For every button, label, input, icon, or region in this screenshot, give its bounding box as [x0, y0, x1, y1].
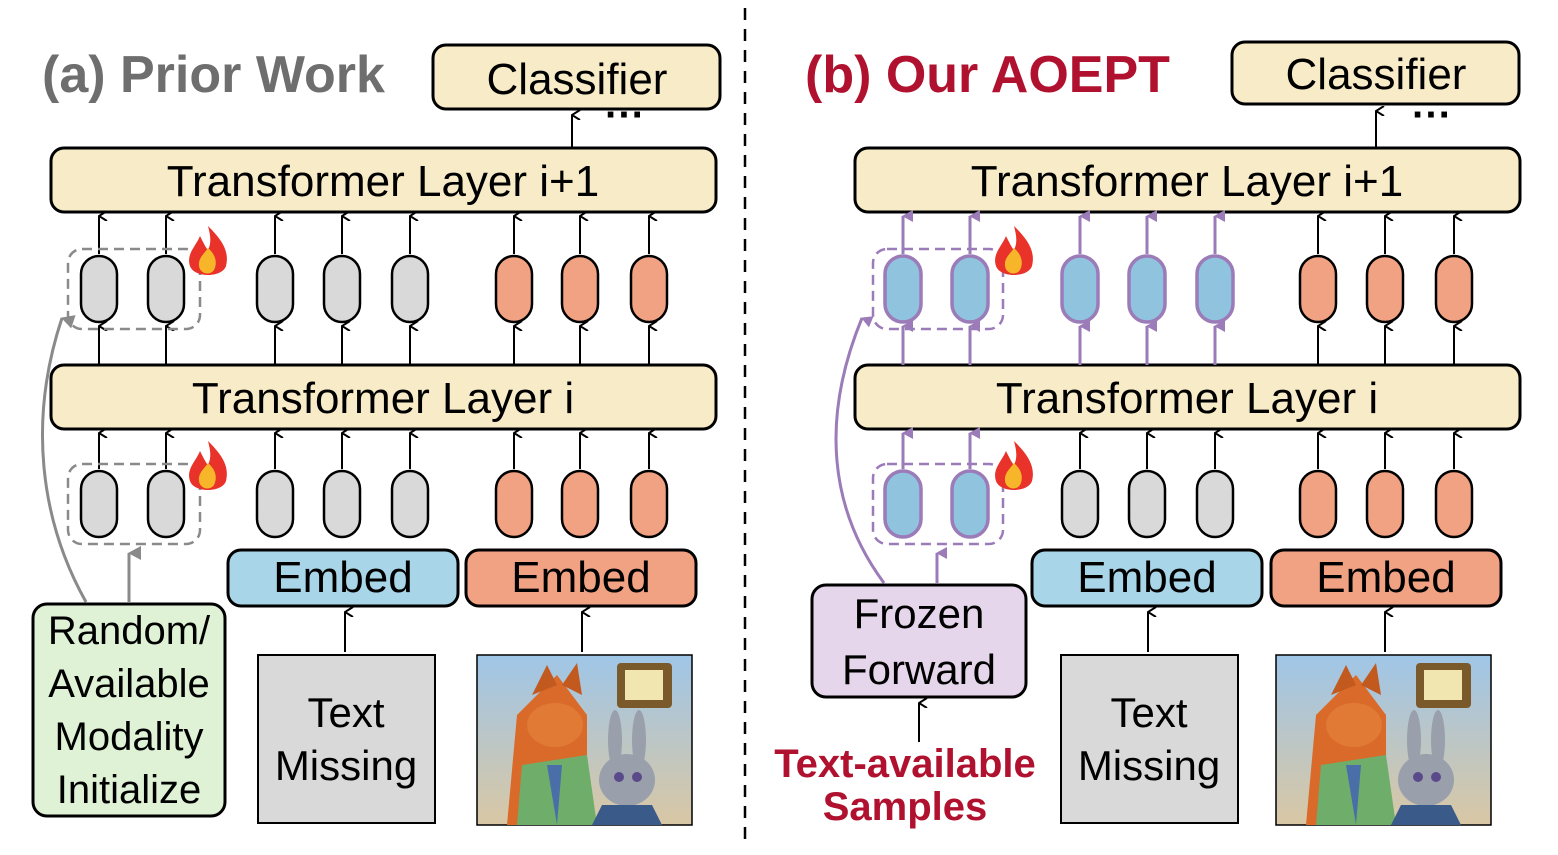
embed-text-a: Embed	[226, 548, 460, 608]
dots-a: ···	[605, 93, 645, 137]
token-image	[1434, 469, 1474, 539]
token-text	[322, 254, 362, 324]
token-image	[1298, 469, 1338, 539]
embed-image-b: Embed	[1269, 548, 1503, 608]
init-line3-a: Modality	[55, 715, 204, 759]
token-image	[1434, 254, 1474, 324]
prompt-group-lower-b	[871, 462, 1005, 546]
prompt-group-upper-b	[871, 247, 1005, 331]
dots-b: ···	[1412, 93, 1452, 137]
token-text	[1060, 469, 1100, 539]
frozen-forward-box-b: Frozen Forward	[810, 583, 1028, 699]
arrow-frozen-to-upper-prompt-b	[834, 316, 886, 584]
fire-icon	[189, 441, 227, 490]
transformer-layer-bottom-a: Transformer Layer i	[49, 363, 718, 431]
panel-a: (a) Prior Work Classifier ··· Transforme…	[31, 43, 722, 826]
token-image	[1365, 254, 1405, 324]
token-text	[255, 254, 295, 324]
frozen-line2-b: Forward	[842, 646, 996, 693]
classifier-label-b: Classifier	[1286, 50, 1467, 99]
token-text	[1127, 469, 1167, 539]
token-image	[629, 254, 669, 324]
token-text	[146, 254, 186, 324]
init-line2-a: Available	[48, 662, 210, 706]
token-prompt	[1127, 254, 1167, 324]
token-text	[79, 469, 119, 539]
samples-line2-b: Samples	[823, 785, 988, 829]
layer-bottom-label-a: Transformer Layer i	[192, 374, 574, 423]
text-missing-line1-b: Text	[1110, 689, 1187, 736]
token-image	[494, 469, 534, 539]
token-prompt	[950, 254, 990, 324]
token-image	[629, 469, 669, 539]
panel-b-title: (b) Our AOEPT	[805, 46, 1170, 104]
embed-image-a: Embed	[464, 548, 698, 608]
text-missing-box-a: Text Missing	[257, 654, 436, 824]
layer-top-label-b: Transformer Layer i+1	[971, 157, 1403, 206]
token-text	[146, 469, 186, 539]
fire-icon	[189, 226, 227, 275]
token-image	[1298, 254, 1338, 324]
token-image	[494, 254, 534, 324]
token-prompt	[950, 469, 990, 539]
token-prompt	[1060, 254, 1100, 324]
transformer-layer-top-a: Transformer Layer i+1	[49, 146, 718, 214]
token-text	[322, 469, 362, 539]
text-missing-line2-a: Missing	[275, 742, 417, 789]
tokens-a	[79, 216, 669, 539]
embed-image-label-b: Embed	[1316, 553, 1455, 602]
samples-line1-b: Text-available	[774, 742, 1036, 786]
init-line1-a: Random/	[48, 609, 211, 653]
panel-b: (b) Our AOEPT Classifier ··· Transformer…	[774, 40, 1522, 829]
token-image	[560, 469, 600, 539]
token-prompt	[883, 254, 923, 324]
layer-top-label-a: Transformer Layer i+1	[167, 157, 599, 206]
embed-text-b: Embed	[1030, 548, 1264, 608]
prompt-group-upper-a	[66, 247, 202, 331]
prompt-group-lower-a	[66, 462, 202, 546]
token-text	[79, 254, 119, 324]
token-image	[1365, 469, 1405, 539]
tokens-b	[883, 210, 1474, 539]
embed-text-label-b: Embed	[1077, 553, 1216, 602]
text-missing-box-b: Text Missing	[1060, 654, 1239, 824]
classifier-box-a: Classifier	[431, 43, 722, 111]
fire-icon	[995, 441, 1033, 490]
init-box-a: Random/ Available Modality Initialize	[31, 602, 227, 818]
token-text	[255, 469, 295, 539]
movie-still-image	[476, 654, 693, 826]
token-image	[560, 254, 600, 324]
token-prompt	[883, 469, 923, 539]
arrow-init-to-upper-prompt-a	[40, 315, 88, 603]
movie-still-image	[1275, 654, 1492, 826]
token-text	[390, 254, 430, 324]
token-text	[390, 469, 430, 539]
fire-icon	[995, 226, 1033, 275]
text-missing-line2-b: Missing	[1078, 742, 1220, 789]
frozen-line1-b: Frozen	[854, 590, 985, 637]
layer-bottom-label-b: Transformer Layer i	[996, 374, 1378, 423]
token-prompt	[1195, 254, 1235, 324]
transformer-layer-top-b: Transformer Layer i+1	[853, 146, 1522, 214]
transformer-layer-bottom-b: Transformer Layer i	[853, 363, 1522, 431]
classifier-box-b: Classifier	[1230, 40, 1521, 106]
classifier-label-a: Classifier	[487, 55, 668, 104]
embed-text-label-a: Embed	[273, 553, 412, 602]
panel-a-title: (a) Prior Work	[42, 46, 385, 104]
text-missing-line1-a: Text	[307, 689, 384, 736]
token-text	[1195, 469, 1235, 539]
embed-image-label-a: Embed	[511, 553, 650, 602]
init-line4-a: Initialize	[57, 768, 202, 812]
